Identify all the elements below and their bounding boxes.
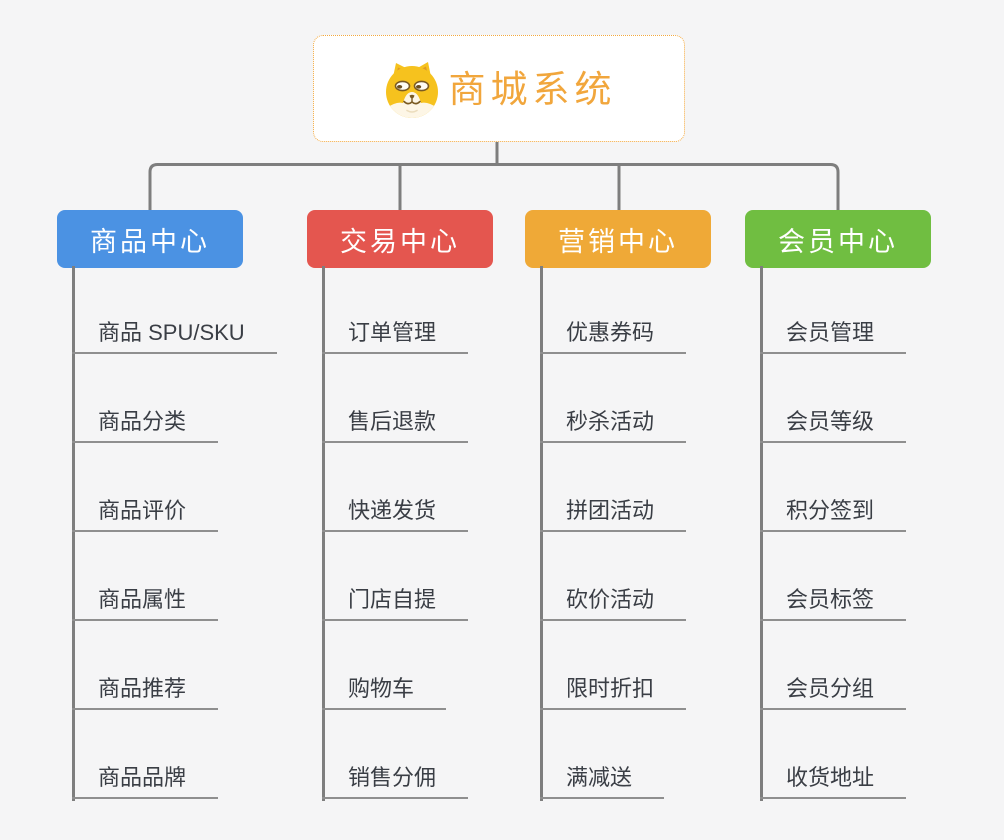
child-node-2-3[interactable]: 快递发货 bbox=[322, 498, 469, 532]
root-node[interactable]: 商城系统 bbox=[313, 35, 685, 142]
child-node-3-6[interactable]: 满减送 bbox=[540, 765, 665, 799]
child-node-2-5[interactable]: 购物车 bbox=[322, 676, 447, 710]
child-node-1-6[interactable]: 商品品牌 bbox=[72, 765, 219, 799]
branch-header-3[interactable]: 营销中心 bbox=[525, 210, 711, 268]
child-node-3-5[interactable]: 限时折扣 bbox=[540, 676, 687, 710]
child-node-4-6[interactable]: 收货地址 bbox=[760, 765, 907, 799]
child-node-1-5[interactable]: 商品推荐 bbox=[72, 676, 219, 710]
child-node-4-3[interactable]: 积分签到 bbox=[760, 498, 907, 532]
child-node-1-1[interactable]: 商品 SPU/SKU bbox=[72, 320, 277, 354]
root-title: 商城系统 bbox=[448, 69, 617, 110]
child-node-1-4[interactable]: 商品属性 bbox=[72, 587, 219, 621]
child-node-4-2[interactable]: 会员等级 bbox=[760, 409, 907, 443]
dog-face-icon bbox=[385, 61, 438, 118]
child-node-4-5[interactable]: 会员分组 bbox=[760, 676, 907, 710]
branch-trunk-connector-4 bbox=[760, 266, 763, 801]
child-node-4-1[interactable]: 会员管理 bbox=[760, 320, 907, 354]
child-node-3-2[interactable]: 秒杀活动 bbox=[540, 409, 687, 443]
child-node-1-2[interactable]: 商品分类 bbox=[72, 409, 219, 443]
branch-header-4[interactable]: 会员中心 bbox=[745, 210, 931, 268]
child-node-2-2[interactable]: 售后退款 bbox=[322, 409, 469, 443]
branch-header-1[interactable]: 商品中心 bbox=[57, 210, 243, 268]
branch-header-2[interactable]: 交易中心 bbox=[307, 210, 493, 268]
branch-trunk-connector-1 bbox=[72, 266, 75, 801]
child-node-2-6[interactable]: 销售分佣 bbox=[322, 765, 469, 799]
child-node-2-1[interactable]: 订单管理 bbox=[322, 320, 469, 354]
branch-trunk-connector-2 bbox=[322, 266, 325, 801]
branch-rail-connector bbox=[148, 163, 840, 212]
child-node-3-3[interactable]: 拼团活动 bbox=[540, 498, 687, 532]
child-node-4-4[interactable]: 会员标签 bbox=[760, 587, 907, 621]
child-node-3-4[interactable]: 砍价活动 bbox=[540, 587, 687, 621]
branch-trunk-connector-3 bbox=[540, 266, 543, 801]
child-node-2-4[interactable]: 门店自提 bbox=[322, 587, 469, 621]
child-node-3-1[interactable]: 优惠券码 bbox=[540, 320, 687, 354]
child-node-1-3[interactable]: 商品评价 bbox=[72, 498, 219, 532]
